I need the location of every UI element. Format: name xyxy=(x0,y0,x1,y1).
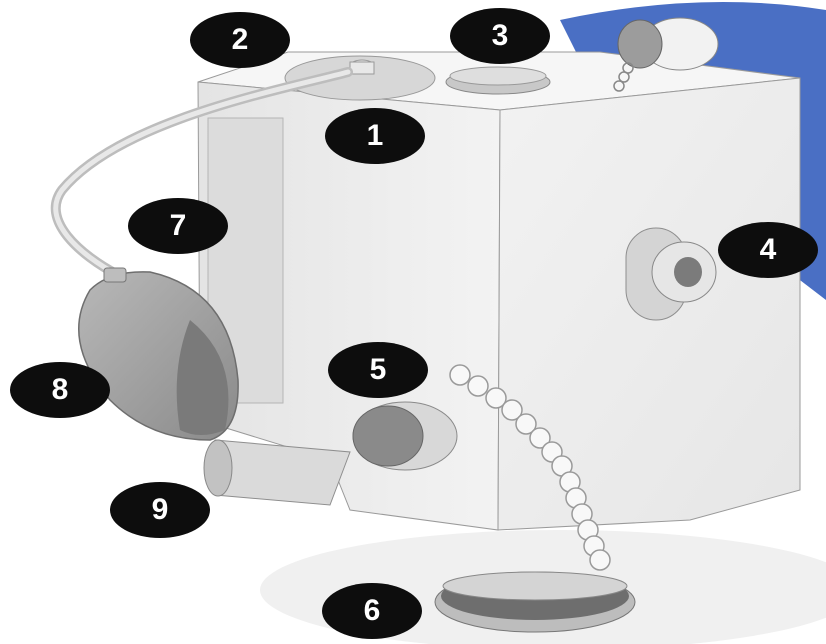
front-knob-center xyxy=(674,257,702,287)
top-lid xyxy=(284,55,436,101)
callout-7-label: 7 xyxy=(169,209,187,242)
callout-8: 8 xyxy=(10,362,110,418)
beaded-chain-icon xyxy=(449,364,611,571)
cap-chain-icon xyxy=(613,62,634,92)
bulb-neck xyxy=(103,267,127,283)
callout-1-label: 1 xyxy=(366,119,384,152)
callout-2-label: 2 xyxy=(231,23,249,56)
hose-highlight xyxy=(53,69,351,278)
callout-6: 6 xyxy=(322,583,422,639)
loose-cap-top xyxy=(449,66,547,86)
callout-1: 1 xyxy=(325,108,425,164)
lid-nozzle-body xyxy=(349,61,375,75)
callout-3-label: 3 xyxy=(491,19,509,52)
side-port-center xyxy=(352,405,424,467)
chained-cap-rim xyxy=(617,19,663,69)
callout-4-label: 4 xyxy=(759,233,777,266)
callout-9-label: 9 xyxy=(151,493,169,526)
callout-5: 5 xyxy=(328,342,428,398)
callout-7: 7 xyxy=(128,198,228,254)
outlet-opening xyxy=(203,439,233,497)
callout-4: 4 xyxy=(718,222,818,278)
callout-6-label: 6 xyxy=(363,594,381,627)
brush-cap-rim xyxy=(442,571,628,601)
callout-9: 9 xyxy=(110,482,210,538)
callout-8-label: 8 xyxy=(51,373,69,406)
bulb-shade xyxy=(176,320,229,435)
callout-5-label: 5 xyxy=(369,353,387,386)
callout-2: 2 xyxy=(190,12,290,68)
callout-3: 3 xyxy=(450,8,550,64)
